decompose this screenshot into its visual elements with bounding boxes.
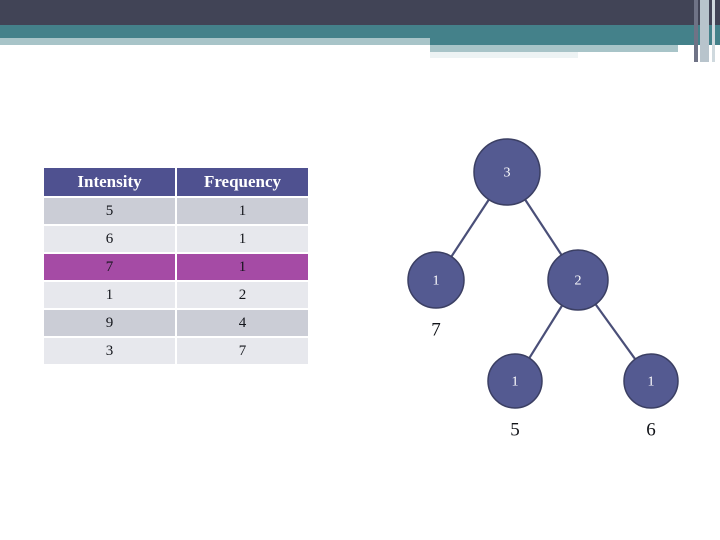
- tree-node-left[interactable]: 17: [407, 251, 465, 341]
- node-weight-label: 1: [648, 375, 655, 390]
- node-circle-rightleft: [487, 353, 543, 409]
- cell-intensity: 9: [44, 310, 175, 336]
- decorative-top-banner: [0, 0, 720, 62]
- tree-node-rightright[interactable]: 16: [623, 353, 679, 441]
- node-weight-label: 2: [575, 274, 582, 289]
- tree-edge-group: [449, 198, 637, 361]
- cell-frequency: 1: [177, 254, 308, 280]
- tree-node-rightleft[interactable]: 15: [487, 353, 543, 441]
- tree-node-root[interactable]: 3: [473, 138, 541, 206]
- tree-edge-right-to-rightright: [594, 302, 637, 361]
- cell-intensity: 5: [44, 198, 175, 224]
- cell-intensity: 1: [44, 282, 175, 308]
- leaf-symbol-label: 7: [431, 320, 441, 341]
- node-weight-label: 1: [433, 274, 440, 289]
- node-circle-root: [473, 138, 541, 206]
- table-header-row: Intensity Frequency: [44, 168, 308, 196]
- banner-vertical-stripe-pale: [712, 0, 715, 62]
- tree-edge-right-to-rightleft: [527, 304, 564, 360]
- node-circle-left: [407, 251, 465, 309]
- cell-frequency: 1: [177, 198, 308, 224]
- cell-frequency: 7: [177, 338, 308, 364]
- leaf-symbol-label: 6: [646, 420, 656, 441]
- node-weight-label: 3: [504, 166, 511, 181]
- banner-vertical-stripe-light: [700, 0, 709, 62]
- cell-frequency: 4: [177, 310, 308, 336]
- column-header-intensity: Intensity: [44, 168, 175, 196]
- cell-frequency: 1: [177, 226, 308, 252]
- cell-frequency: 2: [177, 282, 308, 308]
- leaf-symbol-label: 5: [510, 420, 520, 441]
- banner-band-teal-right: [430, 25, 720, 45]
- banner-band-dark: [0, 0, 720, 25]
- tree-edge-root-to-left: [449, 198, 491, 259]
- banner-band-pale-right-lower: [430, 52, 578, 58]
- cell-intensity: 3: [44, 338, 175, 364]
- banner-band-pale-right-upper: [430, 45, 678, 52]
- banner-vertical-stripe-gray: [694, 0, 698, 62]
- node-circle-rightright: [623, 353, 679, 409]
- cell-intensity: 7: [44, 254, 175, 280]
- node-weight-label: 1: [512, 375, 519, 390]
- banner-band-pale-left: [0, 38, 430, 45]
- node-circle-right: [547, 249, 609, 311]
- cell-intensity: 6: [44, 226, 175, 252]
- column-header-frequency: Frequency: [177, 168, 308, 196]
- tree-node-right[interactable]: 2: [547, 249, 609, 311]
- tree-edge-root-to-right: [523, 198, 563, 257]
